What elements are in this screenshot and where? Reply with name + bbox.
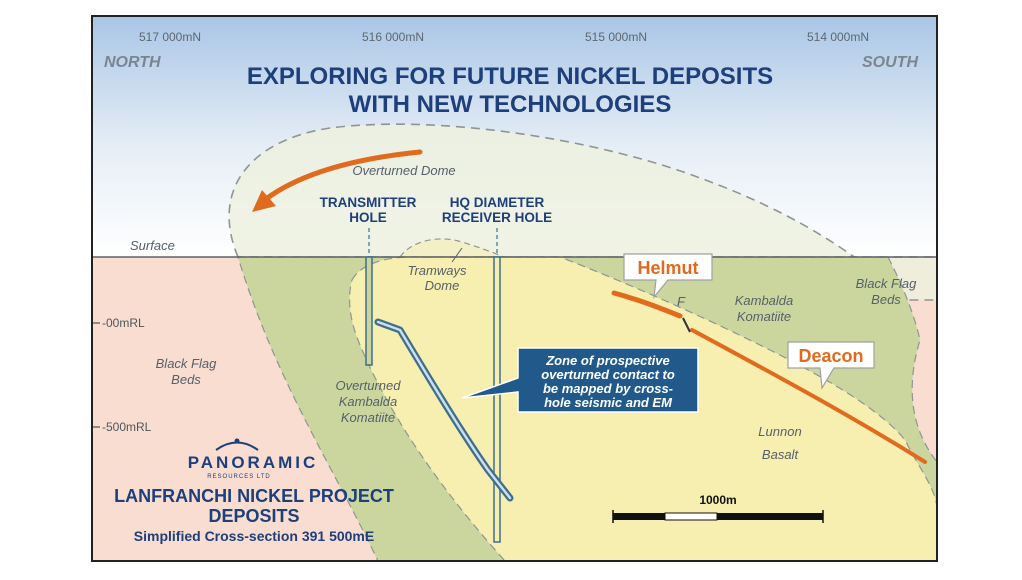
project-subtitle: Simplified Cross-section 391 500mE bbox=[134, 528, 374, 544]
kambalda-label-2: Komatiite bbox=[737, 309, 791, 324]
fault-line bbox=[682, 317, 691, 333]
deacon-label: Deacon bbox=[798, 346, 863, 366]
surface-label: Surface bbox=[130, 238, 175, 253]
project-title-line-2: DEPOSITS bbox=[208, 506, 299, 526]
tramways-dome-outline bbox=[398, 238, 505, 258]
scale-bar: 1000m bbox=[612, 493, 824, 523]
title-line-2: WITH NEW TECHNOLOGIES bbox=[349, 91, 672, 118]
black-flag-right-label-2: Beds bbox=[871, 292, 901, 307]
helmut-label: Helmut bbox=[637, 258, 698, 278]
project-title-line-1: LANFRANCHI NICKEL PROJECT bbox=[114, 486, 394, 506]
coord-516000: 516 000mN bbox=[362, 30, 424, 44]
dome-arrow-head bbox=[252, 190, 276, 212]
callout-line-2: overturned contact to bbox=[541, 367, 675, 382]
deacon-callout: Deacon bbox=[787, 341, 875, 390]
overturned-kambalda-label-1: Overturned bbox=[335, 378, 401, 393]
prospective-contact-inner bbox=[376, 320, 512, 500]
receiver-hole-label-2: RECEIVER HOLE bbox=[442, 210, 552, 225]
company-name: PANORAMIC bbox=[188, 453, 319, 472]
prospective-zone-callout: Zone of prospective overturned contact t… bbox=[461, 347, 699, 413]
panoramic-logo: PANORAMIC RESOURCES LTD bbox=[188, 438, 319, 480]
coord-514000: 514 000mN bbox=[807, 30, 869, 44]
coord-517000: 517 000mN bbox=[139, 30, 201, 44]
figure-frame bbox=[91, 15, 938, 562]
helmut-ore-body bbox=[611, 290, 683, 319]
black-flag-left-label-1: Black Flag bbox=[156, 356, 217, 371]
overturned-kambalda-label-3: Komatiite bbox=[341, 410, 395, 425]
callout-line-3: be mapped by cross- bbox=[543, 381, 673, 396]
overturned-dome-label: Overturned Dome bbox=[352, 163, 455, 178]
black-flag-right-label-1: Black Flag bbox=[856, 276, 917, 291]
receiver-hole-label-1: HQ DIAMETER bbox=[450, 195, 545, 210]
callout-line-1: Zone of prospective bbox=[545, 353, 670, 368]
callout-line-4: hole seismic and EM bbox=[544, 395, 673, 410]
scale-bar-label: 1000m bbox=[699, 493, 736, 507]
title-line-1: EXPLORING FOR FUTURE NICKEL DEPOSITS bbox=[247, 63, 773, 90]
direction-north: NORTH bbox=[104, 54, 161, 71]
direction-south: SOUTH bbox=[862, 54, 918, 71]
deacon-ore-body bbox=[690, 328, 927, 464]
transmitter-hole-label-1: TRANSMITTER bbox=[320, 195, 417, 210]
transmitter-hole-label-2: HOLE bbox=[349, 210, 387, 225]
lunnon-label-1: Lunnon bbox=[758, 424, 801, 439]
rl-label-00: -00mRL bbox=[102, 316, 145, 330]
company-subname: RESOURCES LTD bbox=[207, 474, 271, 480]
tramways-leader bbox=[451, 247, 463, 263]
helmut-callout: Helmut bbox=[623, 253, 713, 299]
tramways-dome-label-2: Dome bbox=[425, 278, 460, 293]
lunnon-label-2: Basalt bbox=[762, 447, 800, 462]
receiver-hole bbox=[493, 256, 501, 543]
coord-515000: 515 000mN bbox=[585, 30, 647, 44]
black-flag-left-label-2: Beds bbox=[171, 372, 201, 387]
tramways-dome-label-1: Tramways bbox=[408, 263, 467, 278]
fault-label: F bbox=[677, 294, 686, 309]
dome-direction-arrow bbox=[259, 149, 423, 205]
overturned-kambalda-label-2: Kambalda bbox=[339, 394, 398, 409]
rl-label-500: -500mRL bbox=[102, 420, 152, 434]
kambalda-label-1: Kambalda bbox=[735, 293, 794, 308]
transmitter-hole bbox=[365, 256, 373, 366]
logo-dot-icon bbox=[234, 438, 240, 444]
